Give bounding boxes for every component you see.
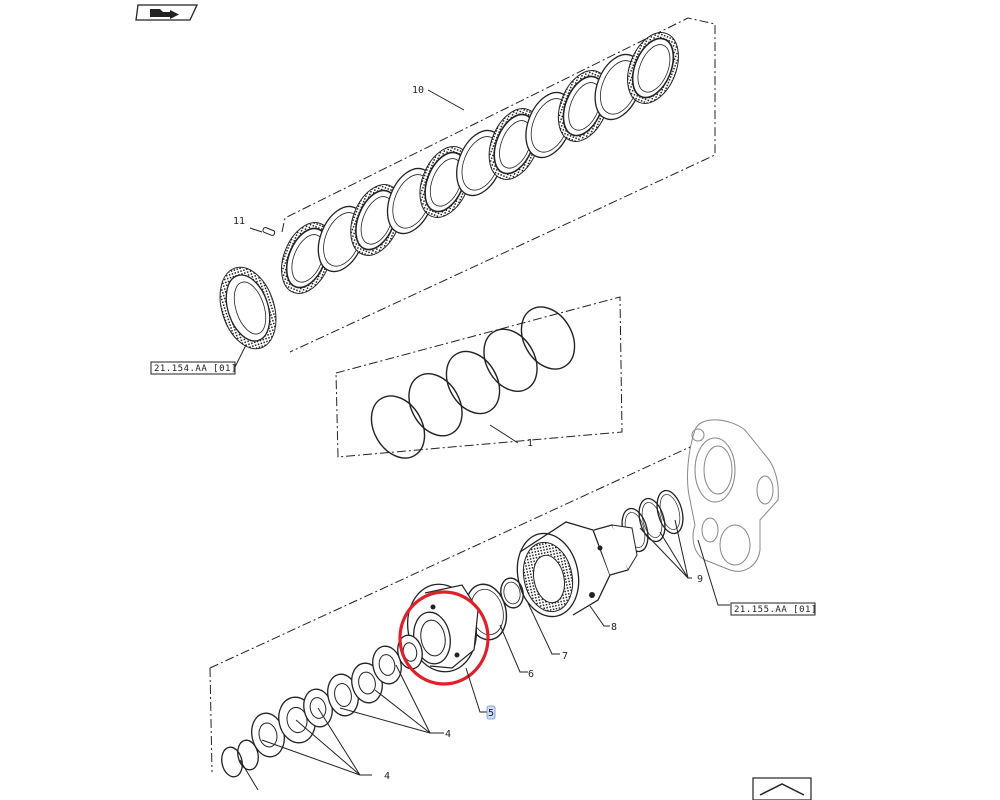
o-rings-part-9 [621, 489, 684, 553]
label-part-5: 5 [488, 708, 494, 719]
snap-rings-outline [335, 296, 623, 458]
page-nav-icon[interactable] [752, 777, 812, 800]
label-part-4-upper: 4 [445, 729, 451, 740]
thrust-washers [251, 634, 423, 758]
snap-ring [408, 373, 463, 437]
piston-part-5[interactable] [401, 579, 483, 677]
reference-text-left: 21.154.AA [01] [154, 364, 237, 374]
label-part-1: 1 [527, 438, 533, 449]
book-arrow-icon[interactable] [135, 4, 199, 21]
small-snap-rings [221, 739, 259, 778]
housing [687, 419, 779, 572]
label-part-8: 8 [611, 622, 617, 633]
label-part-11: 11 [233, 216, 245, 227]
o-ring [656, 489, 684, 535]
washer [372, 645, 402, 685]
label-part-4-lower: 4 [384, 771, 390, 782]
clutch-drum-part-8 [516, 520, 638, 618]
label-part-9: 9 [697, 574, 703, 585]
label-part-7: 7 [562, 651, 568, 662]
snap-ring [520, 306, 576, 370]
highlight-circle [398, 590, 490, 686]
selected-label-part-5[interactable]: 5 [486, 705, 496, 720]
reference-link-left[interactable]: 21.154.AA [01] [150, 361, 237, 375]
clutch-pack-outline [281, 17, 716, 353]
leader-lines [239, 519, 730, 791]
snap-ring [370, 395, 426, 459]
reference-link-right[interactable]: 21.155.AA [01] [730, 602, 817, 616]
reaction-gear [219, 266, 277, 350]
label-part-6: 6 [528, 669, 534, 680]
clutch-disk [627, 32, 679, 104]
pin-part-11 [249, 227, 276, 236]
clutch-disk [281, 222, 333, 294]
reference-text-right: 21.155.AA [01] [734, 605, 817, 615]
snap-ring [483, 328, 538, 392]
snap-rings [370, 306, 576, 459]
washer [327, 673, 359, 717]
clutch-disks [281, 32, 679, 294]
o-ring [638, 497, 666, 543]
snap-ring [445, 350, 501, 415]
label-part-10: 10 [412, 85, 424, 96]
